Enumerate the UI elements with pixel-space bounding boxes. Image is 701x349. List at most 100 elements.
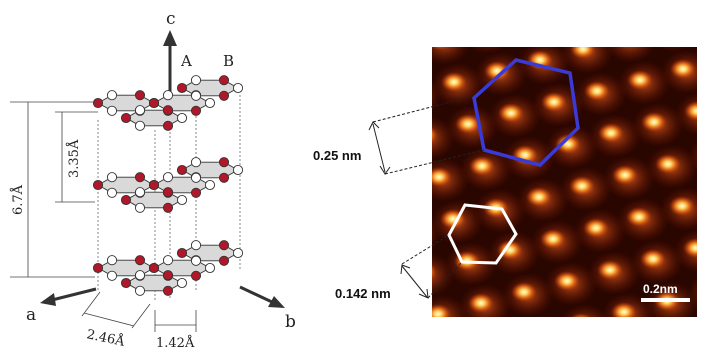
stm-glow-blob <box>561 304 609 317</box>
carbon-atom-type-a <box>218 172 230 183</box>
carbon-atom-type-a <box>92 97 104 109</box>
carbon-atom-type-b <box>106 90 118 101</box>
lattice-a-dimension <box>81 291 151 329</box>
bond-length-stm-label: 0.142 nm <box>335 286 391 301</box>
stm-bright-spot <box>540 229 566 249</box>
hexagon-ring <box>97 176 155 194</box>
stm-bright-spot <box>620 47 632 48</box>
carbon-atom-type-b <box>176 112 188 124</box>
carbon-atom-type-a <box>190 187 202 198</box>
stm-bright-spot <box>627 70 653 90</box>
scale-bar-label: 0.2nm <box>643 282 678 296</box>
hexagon-ring <box>97 259 155 277</box>
scale-bar <box>641 298 690 302</box>
stm-bright-spot <box>398 83 424 103</box>
carbon-atom-type-b <box>106 105 118 116</box>
carbon-atom-type-b <box>134 202 146 213</box>
stm-bright-spot <box>484 61 510 81</box>
carbon-atom-type-b <box>176 277 188 289</box>
stm-bright-spot <box>541 92 567 112</box>
hexagon-ring <box>125 274 183 292</box>
carbon-atom-type-b <box>106 187 118 198</box>
carbon-atom-type-b <box>162 172 174 183</box>
stm-bright-spot <box>469 156 495 176</box>
carbon-atom-type-a <box>148 179 160 191</box>
hexagon-ring <box>153 94 211 112</box>
carbon-atom-type-a <box>218 75 230 86</box>
carbon-atom-type-a <box>162 120 174 131</box>
carbon-atom-type-a <box>162 202 174 213</box>
stm-bright-spot <box>525 324 551 344</box>
carbon-atom-type-a <box>190 270 202 281</box>
stm-bright-spot <box>497 240 523 260</box>
stm-bright-spot <box>432 126 438 144</box>
carbon-atom-type-a <box>120 112 132 124</box>
stm-bright-spot <box>656 17 682 37</box>
stm-bright-spot <box>583 218 609 238</box>
carbon-atom-type-a <box>92 179 104 191</box>
stm-bright-spot <box>641 112 667 132</box>
hexagon-ring <box>181 244 239 262</box>
carbon-atom-type-a <box>162 187 174 198</box>
b-axis-label: b <box>285 312 296 332</box>
hexagon-ring <box>125 109 183 127</box>
stm-bright-spot <box>554 271 580 291</box>
interlayer-c-label: 6.7Å <box>10 184 26 215</box>
carbon-atom-type-b <box>106 172 118 183</box>
stm-bright-spot <box>626 207 652 227</box>
carbon-atom-type-b <box>134 270 146 281</box>
stm-bright-spot <box>432 167 452 187</box>
carbon-atom-type-a <box>176 164 188 176</box>
carbon-atom-type-b <box>190 157 202 168</box>
hexagon-ring <box>153 176 211 194</box>
carbon-atom-type-b <box>190 255 202 266</box>
carbon-atom-type-b <box>204 97 216 109</box>
carbon-atom-type-b <box>134 120 146 131</box>
carbon-atom-type-b <box>204 262 216 274</box>
a-axis-label: a <box>26 305 36 325</box>
carbon-atom-type-b <box>162 90 174 101</box>
carbon-atom-type-a <box>218 157 230 168</box>
graphene-layer-middle <box>92 157 244 213</box>
stm-bright-spot <box>655 154 681 174</box>
lattice-a-label: 2.46Å <box>85 326 126 349</box>
stm-bright-spot <box>597 260 623 280</box>
carbon-atom-type-a <box>134 90 146 101</box>
stm-glow-blob <box>689 140 697 172</box>
stm-bright-spot <box>670 59 696 79</box>
c-axis-label: c <box>166 9 176 29</box>
carbon-atom-type-a <box>176 82 188 94</box>
stm-bright-spot <box>498 103 524 123</box>
stm-bright-spot <box>441 72 467 92</box>
carbon-atom-type-a <box>120 194 132 206</box>
graphene-layer-top <box>92 75 244 131</box>
stm-bright-spot <box>468 293 494 313</box>
carbon-atom-type-b <box>190 75 202 86</box>
carbon-atom-type-a <box>190 105 202 116</box>
carbon-atom-type-a <box>92 262 104 274</box>
stm-bright-spot <box>397 220 423 240</box>
b-axis: b <box>239 285 296 332</box>
bond-length-label: 1.42Å <box>156 335 195 349</box>
hexagon-ring <box>181 79 239 97</box>
stm-bright-spot <box>684 101 697 121</box>
carbon-atom-type-b <box>190 240 202 251</box>
stm-image: 0.2nm <box>397 17 697 344</box>
stm-bright-spot <box>669 196 695 216</box>
carbon-atom-type-b <box>232 164 244 176</box>
carbon-atom-type-b <box>190 90 202 101</box>
stm-bright-spot <box>432 264 437 280</box>
carbon-atom-type-a <box>148 97 160 109</box>
graphene-layer-bottom <box>92 240 244 296</box>
stm-spot-layer <box>397 17 697 344</box>
carbon-atom-type-a <box>218 240 230 251</box>
carbon-atom-type-b <box>232 247 244 259</box>
stm-bright-spot <box>511 282 537 302</box>
carbon-atom-type-b <box>134 285 146 296</box>
carbon-atom-type-a <box>176 247 188 259</box>
large-hexagon-overlay <box>472 58 580 167</box>
stm-glow-blob <box>604 47 656 63</box>
interlayer-spacing-label: 3.35Å <box>66 139 82 178</box>
stm-glow-blob <box>467 47 507 54</box>
